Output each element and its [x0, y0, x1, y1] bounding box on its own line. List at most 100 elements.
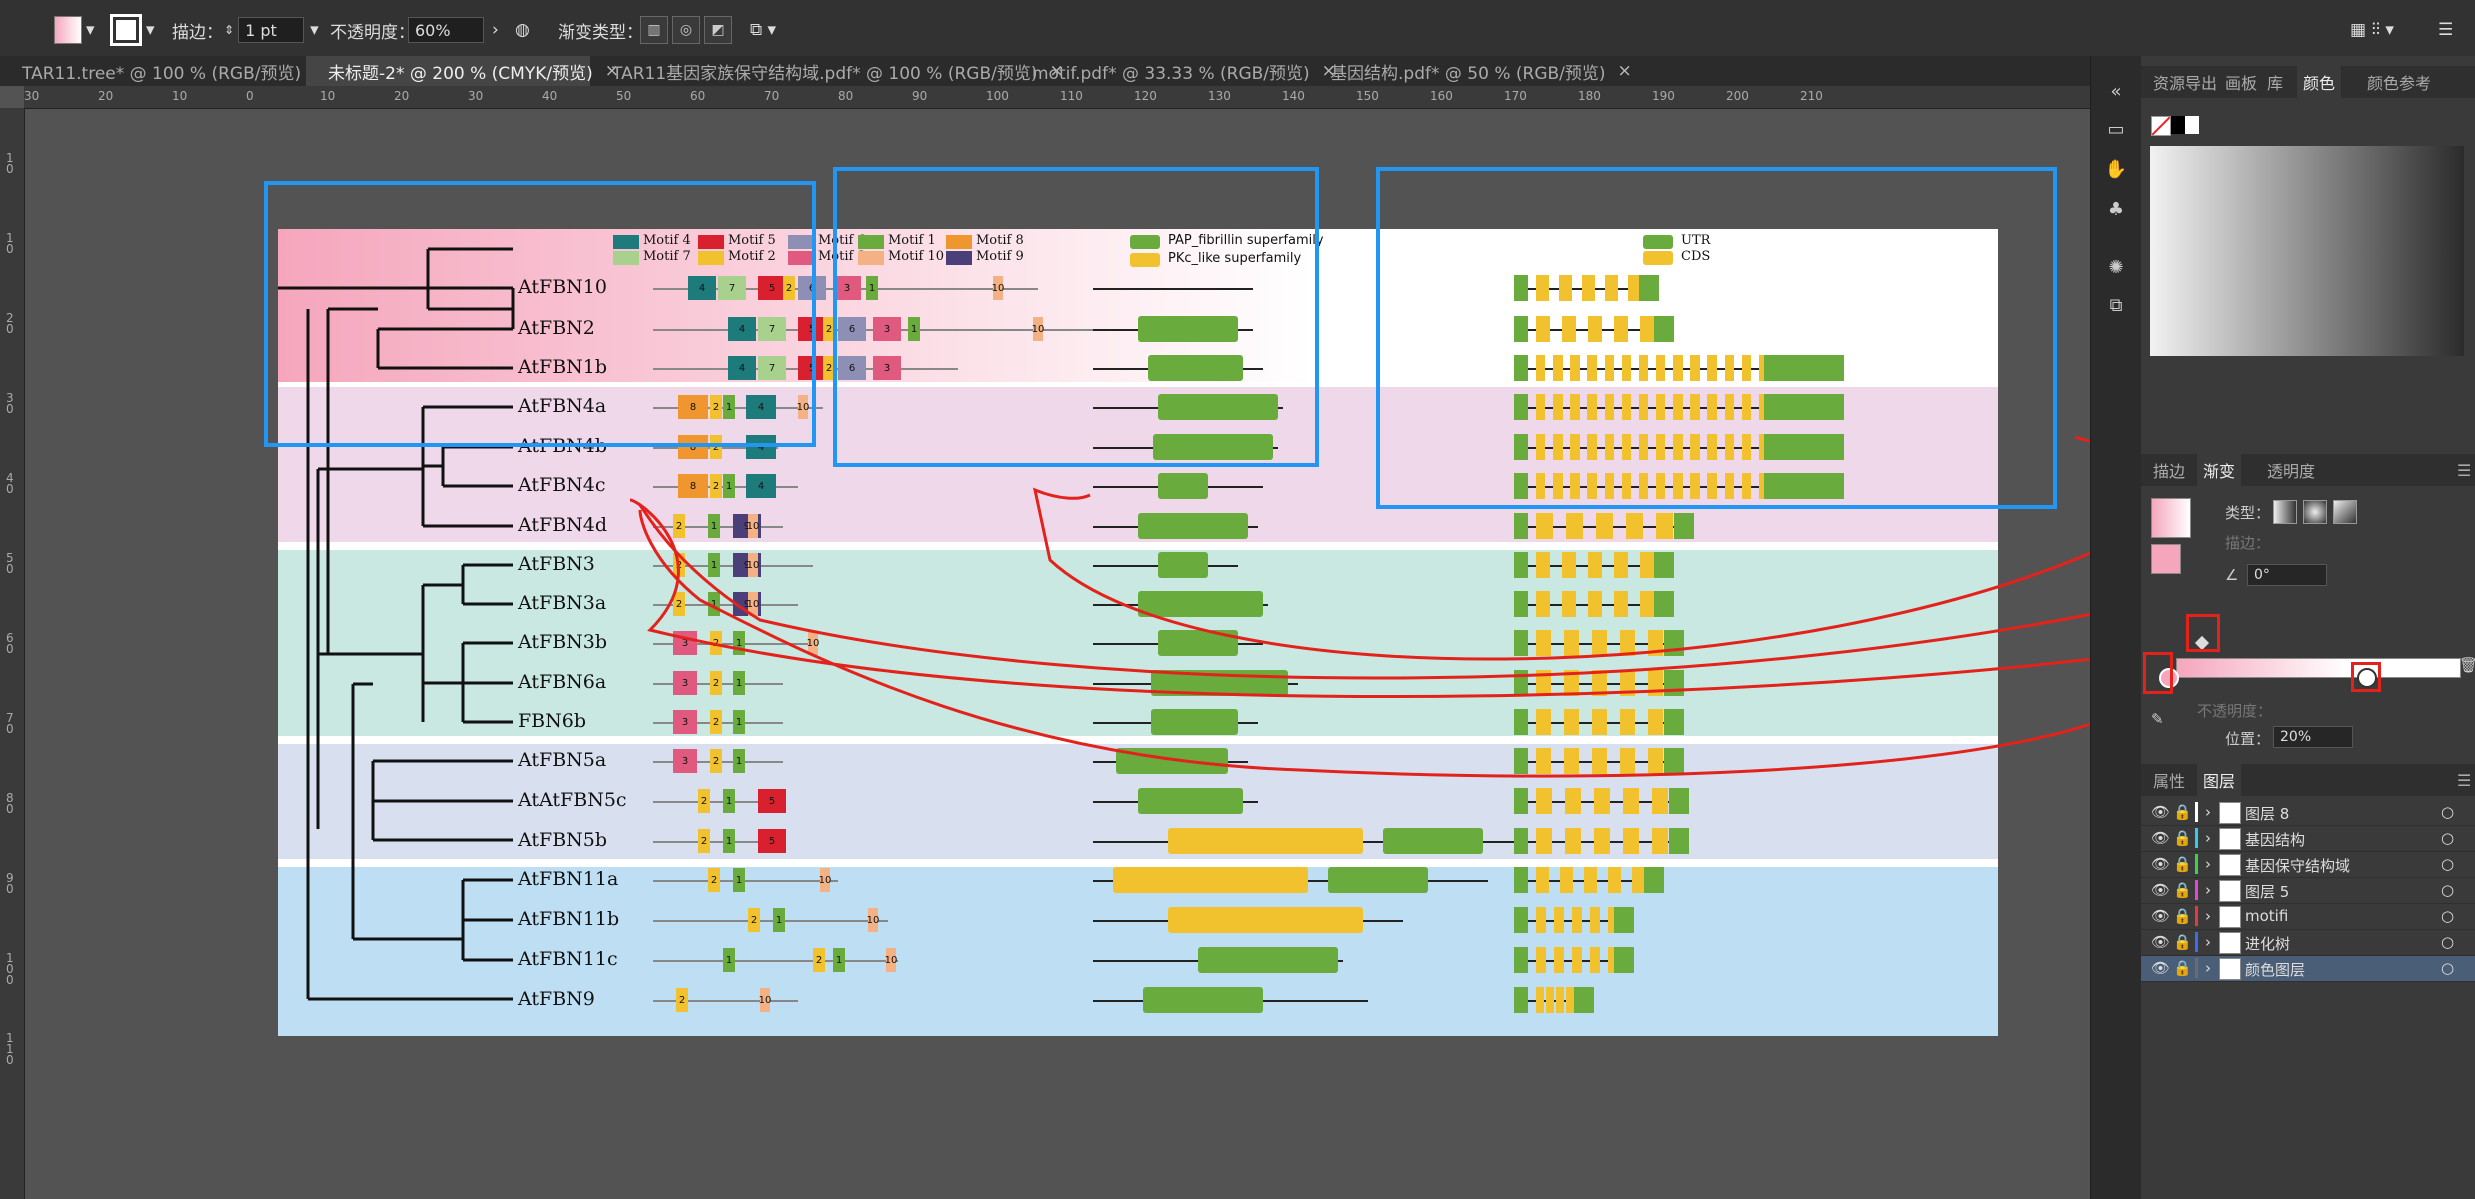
cds-segment[interactable] — [1608, 947, 1618, 973]
close-icon[interactable]: × — [604, 61, 619, 81]
domain-bar[interactable] — [1138, 591, 1263, 617]
tab-untitled-2[interactable]: 未标题-2* @ 200 % (CMYK/预览)× — [306, 56, 619, 86]
motif-box[interactable]: 6 — [838, 317, 866, 341]
tab-gradient[interactable]: 渐变 — [2197, 454, 2242, 486]
motif-box[interactable]: 1 — [733, 749, 745, 773]
utr-segment[interactable] — [1764, 394, 1844, 420]
motif-box[interactable]: 1 — [723, 474, 735, 498]
cds-segment[interactable] — [1640, 591, 1655, 617]
cds-segment[interactable] — [1690, 394, 1700, 420]
motif-box[interactable]: 2 — [676, 988, 688, 1012]
motif-box[interactable]: 3 — [873, 356, 901, 380]
cds-segment[interactable] — [1640, 316, 1655, 342]
cds-segment[interactable] — [1570, 355, 1580, 381]
utr-segment[interactable] — [1514, 867, 1528, 893]
cds-segment[interactable] — [1690, 434, 1700, 460]
motif-box[interactable]: 10 — [819, 868, 831, 892]
motif-box[interactable]: 2 — [748, 908, 760, 932]
lock-icon[interactable]: 🔒 — [2173, 855, 2192, 873]
motif-box[interactable]: 3 — [673, 710, 697, 734]
cds-segment[interactable] — [1758, 434, 1769, 460]
eye-icon[interactable]: 👁 — [2151, 829, 2171, 847]
selection-box-domains[interactable] — [833, 167, 1319, 467]
cds-segment[interactable] — [1690, 473, 1700, 499]
cds-segment[interactable] — [1758, 473, 1769, 499]
cds-segment[interactable] — [1572, 907, 1582, 933]
layer-row[interactable]: 👁🔒›基因结构○ — [2141, 826, 2475, 852]
cds-segment[interactable] — [1564, 670, 1580, 696]
motif-box[interactable]: 6 — [838, 356, 866, 380]
cds-segment[interactable] — [1620, 670, 1636, 696]
gene-name[interactable]: AtFBN4a — [518, 395, 607, 417]
lock-icon[interactable]: 🔒 — [2173, 881, 2192, 899]
domain-bar[interactable] — [1168, 828, 1363, 854]
white-swatch[interactable] — [2185, 116, 2199, 134]
utr-segment[interactable] — [1514, 434, 1528, 460]
cds-segment[interactable] — [1536, 709, 1552, 735]
motif-box[interactable]: 1 — [708, 514, 720, 538]
motif-box[interactable]: 10 — [992, 276, 1004, 300]
utr-segment[interactable] — [1514, 591, 1528, 617]
appearance-icon[interactable]: ✺ — [2108, 256, 2124, 278]
gene-name[interactable]: AtFBN5b — [518, 829, 608, 851]
cds-segment[interactable] — [1536, 947, 1546, 973]
motif-box[interactable]: 1 — [733, 671, 745, 695]
cds-segment[interactable] — [1648, 630, 1664, 656]
motif-box[interactable]: 2 — [708, 868, 720, 892]
gene-name[interactable]: AtFBN11b — [518, 908, 620, 930]
motif-box[interactable]: 4 — [746, 474, 776, 498]
motif-box[interactable]: 2 — [710, 631, 722, 655]
radial-type-button[interactable] — [2303, 500, 2327, 524]
cds-segment[interactable] — [1673, 394, 1683, 420]
motif-box[interactable]: 2 — [813, 948, 825, 972]
selection-box-names[interactable] — [264, 181, 816, 447]
utr-segment[interactable] — [1764, 473, 1844, 499]
motif-box[interactable]: 10 — [747, 592, 759, 616]
utr-segment[interactable] — [1669, 788, 1689, 814]
cds-segment[interactable] — [1564, 709, 1580, 735]
motif-box[interactable]: 10 — [759, 988, 771, 1012]
cds-segment[interactable] — [1623, 788, 1639, 814]
cds-segment[interactable] — [1724, 434, 1734, 460]
motif-box[interactable]: 1 — [723, 789, 735, 813]
cds-segment[interactable] — [1587, 434, 1597, 460]
close-icon[interactable]: × — [1049, 61, 1064, 81]
tab-properties[interactable]: 属性 — [2153, 772, 2186, 791]
motif-box[interactable]: 2 — [710, 749, 722, 773]
utr-segment[interactable] — [1764, 355, 1844, 381]
gene-name[interactable]: AtFBN11a — [518, 868, 619, 890]
cds-segment[interactable] — [1741, 473, 1752, 499]
tab-layers[interactable]: 图层 — [2197, 764, 2242, 796]
cds-segment[interactable] — [1565, 788, 1581, 814]
cds-segment[interactable] — [1536, 987, 1544, 1013]
motif-box[interactable]: 4 — [746, 435, 776, 459]
cds-segment[interactable] — [1564, 748, 1580, 774]
cds-segment[interactable] — [1656, 434, 1666, 460]
utr-segment[interactable] — [1614, 907, 1634, 933]
motif-box[interactable]: 2 — [698, 789, 710, 813]
utr-segment[interactable] — [1514, 630, 1528, 656]
motif-box[interactable]: 2 — [710, 710, 722, 734]
expand-icon[interactable]: › — [2205, 803, 2211, 821]
cds-segment[interactable] — [1592, 670, 1608, 696]
utr-segment[interactable] — [1514, 473, 1528, 499]
cds-segment[interactable] — [1566, 513, 1583, 539]
position-field[interactable]: 20% — [2273, 726, 2353, 748]
transform-icon[interactable]: ⧉ ▾ — [750, 20, 777, 40]
cds-segment[interactable] — [1673, 473, 1683, 499]
utr-segment[interactable] — [1644, 867, 1664, 893]
motif-box[interactable]: 5 — [758, 276, 786, 300]
domain-bar[interactable] — [1168, 907, 1363, 933]
layer-row[interactable]: 👁🔒›图层 8○ — [2141, 800, 2475, 826]
tab-color-guide[interactable]: 颜色参考 — [2367, 74, 2432, 93]
cds-segment[interactable] — [1758, 355, 1769, 381]
motif-box[interactable]: 1 — [833, 948, 845, 972]
motif-box[interactable]: 2 — [698, 829, 710, 853]
domain-bar[interactable] — [1198, 947, 1338, 973]
utr-segment[interactable] — [1514, 275, 1528, 301]
cds-segment[interactable] — [1656, 513, 1673, 539]
motif-box[interactable]: 2 — [710, 435, 722, 459]
cds-segment[interactable] — [1584, 867, 1598, 893]
cds-segment[interactable] — [1590, 947, 1600, 973]
cds-segment[interactable] — [1594, 788, 1610, 814]
